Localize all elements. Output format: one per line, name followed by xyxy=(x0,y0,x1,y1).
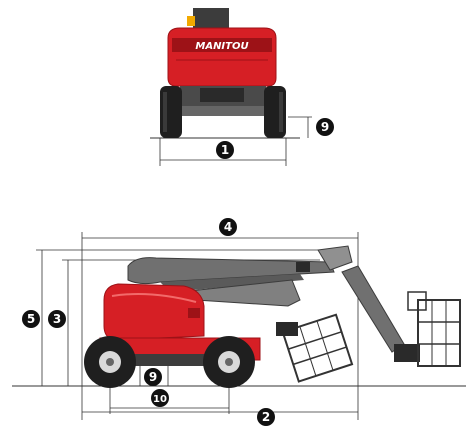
callout-4 xyxy=(219,218,237,236)
front-counterweight xyxy=(200,88,244,102)
front-wheel-side xyxy=(203,336,255,388)
basket-tilted xyxy=(281,313,354,383)
callout-9-front-label: 9 xyxy=(321,120,329,134)
basket-tilted-rail-2 xyxy=(292,346,347,366)
amber-beacon-icon xyxy=(187,16,195,26)
callout-3-label: 3 xyxy=(53,312,61,326)
callout-10-label: 10 xyxy=(153,394,167,405)
turret-vent xyxy=(188,308,200,318)
brand-plate xyxy=(172,38,272,52)
basket-right-frame xyxy=(417,299,461,367)
callout-4-label: 4 xyxy=(224,220,232,234)
basket-tilted-rail-1 xyxy=(288,331,342,350)
boom-upper-section xyxy=(127,257,335,285)
front-hub-cap xyxy=(225,358,233,366)
jib-arm xyxy=(341,265,405,353)
front-axle xyxy=(172,106,272,116)
callout-10 xyxy=(151,389,169,407)
callout-2 xyxy=(257,408,275,426)
callout-9-front xyxy=(316,118,334,136)
rear-wheel xyxy=(84,336,136,388)
brand-label: MANITOU xyxy=(195,41,248,52)
callout-9-side-label: 9 xyxy=(149,370,157,384)
basket-tilted-mount xyxy=(276,322,298,336)
basket-tilted-bar-1 xyxy=(299,326,317,377)
callout-1-label: 1 xyxy=(221,143,229,157)
front-view: MANITOU 9 1 xyxy=(150,8,334,166)
turret-highlight xyxy=(111,293,197,303)
callout-1 xyxy=(216,141,234,159)
boom-head-block xyxy=(296,262,310,272)
boom-lower-section xyxy=(160,274,304,292)
basket-right-control-box xyxy=(407,291,427,311)
rear-hub-cap xyxy=(106,358,114,366)
basket-tilted-bar-2 xyxy=(316,320,334,371)
basket-right xyxy=(407,291,461,367)
basket-tilted-frame xyxy=(281,313,354,383)
callout-9-side xyxy=(144,368,162,386)
callout-5-label: 5 xyxy=(27,312,35,326)
boom-pivot xyxy=(317,245,353,271)
front-left-tread xyxy=(163,92,167,132)
callout-5 xyxy=(22,310,40,328)
callout-2-label: 2 xyxy=(262,410,270,424)
rotator-unit xyxy=(394,344,420,362)
front-body xyxy=(167,27,277,87)
callout-3 xyxy=(48,310,66,328)
front-right-tread xyxy=(279,92,283,132)
side-view: 4 5 3 xyxy=(12,218,466,426)
